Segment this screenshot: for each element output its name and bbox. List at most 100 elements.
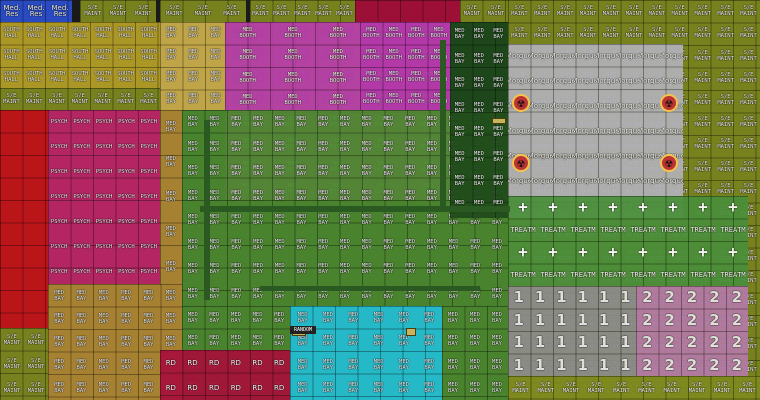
area-label: MED BAY <box>209 263 220 276</box>
area-label: S/E MAINT <box>663 382 681 394</box>
zone-lobby-west[interactable]: MED BAY MED BAY MED BAY MED BAY MED BAY MED B… <box>48 284 182 400</box>
area-label: MED BOOTH <box>284 71 302 84</box>
area-label: MED BAY <box>424 311 435 324</box>
area-label: MED BOOTH <box>385 93 403 105</box>
area-label: MED BAY <box>492 287 503 300</box>
area-label: S/E MAINT <box>534 27 551 40</box>
area-label: MED BAY <box>493 28 504 41</box>
area-label: MED BAY <box>187 287 198 300</box>
area-label: MED BAY <box>253 165 264 178</box>
area-label: MED BAY <box>253 116 264 129</box>
area-label: MED BAY <box>143 382 154 395</box>
area-label: MED BAY <box>405 214 416 227</box>
area-label: MED BAY <box>121 382 132 395</box>
area-label: Med. Res <box>27 4 45 18</box>
area-label: MED BAY <box>454 28 465 41</box>
area-label: MED BOOTH <box>239 71 256 84</box>
area-label: Morgue <box>617 176 639 185</box>
area-label: MED BAY <box>187 189 198 202</box>
area-label: S/E MAINT <box>740 205 757 218</box>
area-label: PSYCH <box>140 169 158 176</box>
area-label: S/E MAINT <box>273 5 290 17</box>
area-label: 2 <box>686 310 698 329</box>
airlock-door[interactable] <box>406 328 416 336</box>
area-label: MED BAY <box>424 358 435 371</box>
area-label: MED BAY <box>209 189 220 202</box>
area-label: MED BAY <box>454 175 465 188</box>
area-label: MED BAY <box>209 140 220 153</box>
area-label: S/E MAINT <box>740 71 757 84</box>
area-label: MED BAY <box>143 289 154 302</box>
area-label: MED BAY <box>340 238 350 251</box>
area-label: MED BAY <box>340 116 350 129</box>
area-label: MED BAY <box>373 311 384 324</box>
area-label: MED BOOTH <box>407 71 425 83</box>
area-label: MED BAY <box>76 289 87 302</box>
area-label: S/E MAINT <box>84 5 101 17</box>
area-label: SOUTH HALL <box>3 71 20 83</box>
area-label: S/E MAINT <box>638 382 655 394</box>
area-label: MED BAY <box>448 382 458 395</box>
area-label: MED BAY <box>165 289 176 302</box>
area-label: MED BAY <box>323 358 333 371</box>
tile-grid: MED BOOTH MED BOOTH MED BOOTH MED BOOTH MED … <box>360 22 450 110</box>
area-label: RD <box>230 383 241 392</box>
area-label: S/E MAINT <box>694 49 711 62</box>
floor-grid <box>160 350 290 400</box>
area-label: SOUTH HALL <box>117 49 134 61</box>
area-label: MED BOOTH <box>385 71 403 83</box>
area-label: SOUTH HALL <box>71 27 89 39</box>
area-label: MED BAY <box>121 312 132 325</box>
medical-cross-icon: + <box>698 242 708 262</box>
area-label: S/E MAINT <box>487 5 505 17</box>
area-label: MED BOOTH <box>430 71 448 83</box>
zone-south-hall[interactable]: SOUTH HALL SOUTH HALL SOUTH HALL SOUTH HALL… <box>0 22 160 88</box>
area-label: S/E MAINT <box>579 27 597 40</box>
area-label: RD <box>274 358 285 367</box>
area-label: S/E MAINT <box>740 160 757 173</box>
zone-morgue[interactable]: MorgueMorgueMorgueMorgueMorgueMorgueMorg… <box>508 44 683 218</box>
area-label: MED BOOTH <box>430 93 448 105</box>
medical-cross-icon: + <box>638 242 648 262</box>
zone-med-booth-east[interactable]: MED BOOTH MED BOOTH MED BOOTH MED BOOTH MED … <box>360 22 450 110</box>
floor-grid <box>636 286 748 376</box>
floor-grid <box>360 22 450 110</box>
area-label: MED BAY <box>361 214 372 227</box>
area-label: MED BOOTH <box>239 49 256 62</box>
airlock-door[interactable] <box>492 118 506 124</box>
zone-psych-entry[interactable] <box>0 110 48 328</box>
area-label: MED BAY <box>340 214 350 227</box>
area-label: TREATM <box>600 270 626 279</box>
area-label: S/E MAINT <box>3 358 21 370</box>
area-label: 2 <box>664 355 675 374</box>
area-label: Morgue <box>617 126 639 135</box>
area-label: Morgue <box>639 77 661 86</box>
area-label: MED BOOTH <box>430 49 448 61</box>
area-label: MED BAY <box>405 116 416 129</box>
zone-storage-north[interactable] <box>355 0 460 22</box>
medical-cross-icon: + <box>548 242 558 262</box>
medical-cross-icon: + <box>548 197 558 217</box>
area-label: Morgue <box>508 52 530 61</box>
pipe-vertical-west <box>204 120 210 300</box>
area-label: SOUTH HALL <box>140 27 157 39</box>
